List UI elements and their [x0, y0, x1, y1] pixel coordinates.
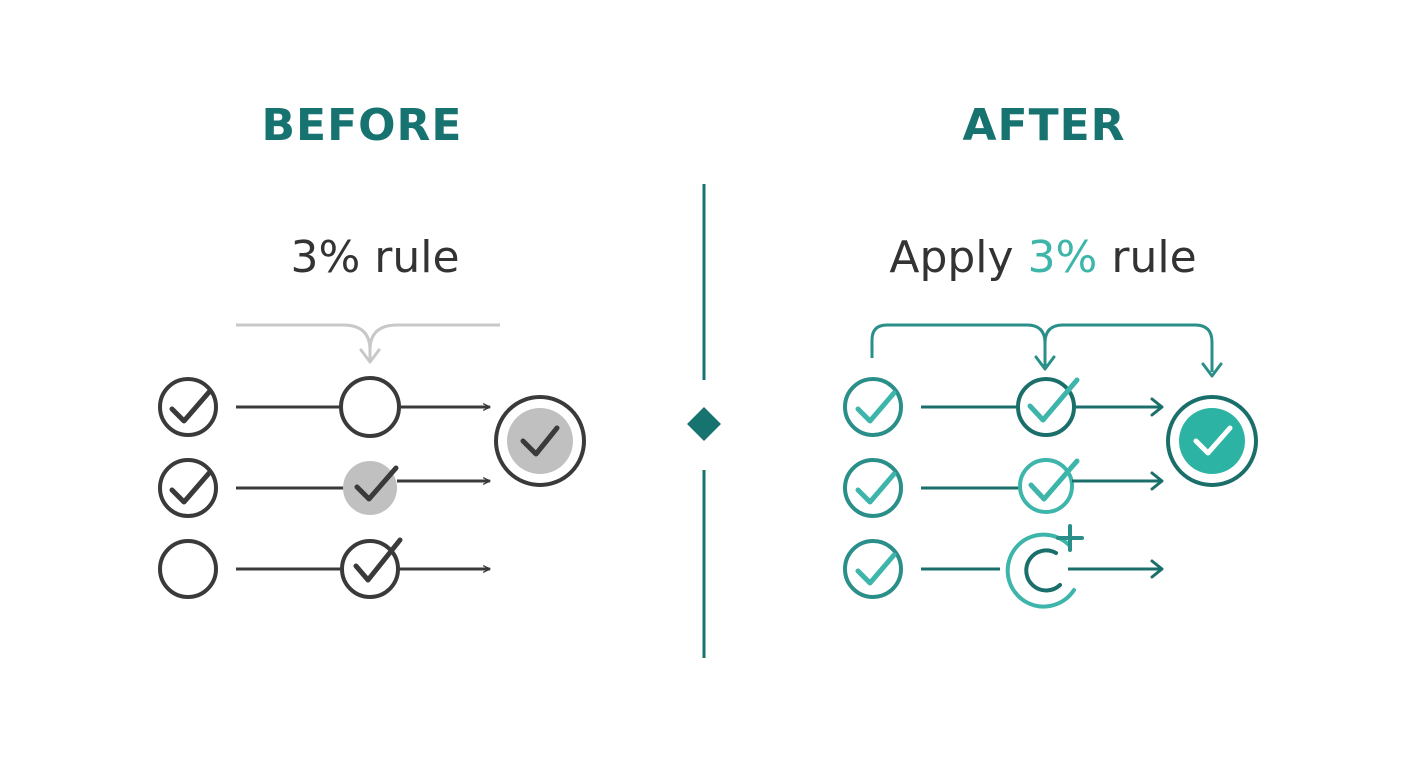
check-icon: [1018, 458, 1080, 514]
before-bracket-connector: [236, 323, 500, 351]
before-bracket-arrowhead: [359, 348, 381, 364]
check-icon: [843, 377, 903, 437]
after-row-1: [843, 377, 1164, 437]
before-flow: [158, 323, 586, 599]
before-heading: BEFORE: [261, 100, 463, 151]
after-subtitle: Apply 3% rule: [783, 232, 1303, 283]
after-row-3: [843, 524, 1164, 609]
empty-circle-icon: [339, 376, 401, 438]
check-icon: [1016, 377, 1080, 437]
arrow: [1072, 471, 1164, 491]
check-icon: [158, 377, 218, 437]
before-result-check-icon: [494, 395, 586, 487]
empty-circle-icon: [158, 539, 218, 599]
before-subtitle: 3% rule: [290, 232, 460, 283]
after-row-2: [843, 458, 1164, 518]
after-bracket-arrowhead: [1201, 362, 1223, 378]
after-flow: [843, 323, 1258, 609]
after-subtitle-suffix: rule: [1097, 232, 1197, 283]
diamond-icon: [687, 407, 721, 441]
after-bracket-arrowhead: [1034, 355, 1056, 371]
arrow: [1068, 559, 1164, 579]
after-subtitle-highlight: 3%: [1027, 232, 1098, 283]
add-circle-icon: [1005, 524, 1084, 609]
check-icon: [343, 461, 399, 515]
before-row-3: [158, 537, 491, 599]
arrow: [1074, 397, 1164, 417]
check-icon: [843, 539, 903, 599]
after-result-check-icon: [1166, 395, 1258, 487]
after-heading: AFTER: [962, 100, 1126, 151]
check-icon: [843, 458, 903, 518]
before-row-1: [158, 376, 491, 438]
before-row-2: [158, 458, 491, 518]
check-icon: [340, 537, 403, 599]
check-icon: [158, 458, 218, 518]
after-subtitle-prefix: Apply: [889, 232, 1028, 283]
divider: [687, 184, 721, 658]
